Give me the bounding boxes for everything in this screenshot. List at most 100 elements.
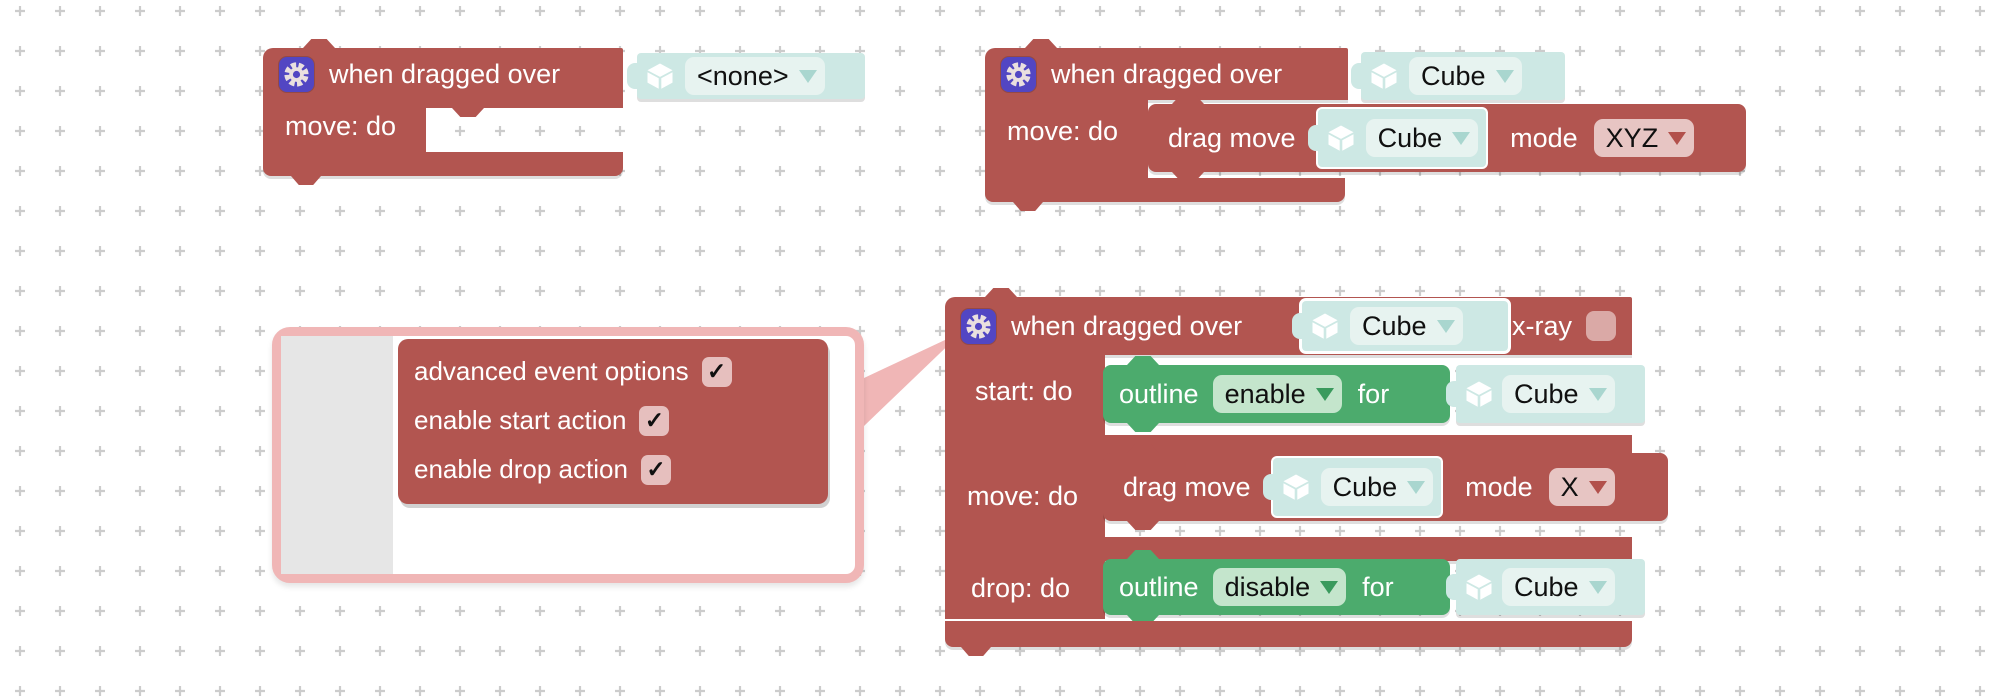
- value-plug: [1446, 574, 1458, 600]
- statement-slot-lip: [426, 100, 623, 117]
- cube-icon: [1312, 313, 1338, 339]
- statement-block-drag-move[interactable]: drag move Cube mode XYZ: [1148, 95, 1746, 181]
- item-dropdown-value: Cube: [1362, 310, 1427, 341]
- next-connection-notch: [1127, 423, 1159, 432]
- block-spine: [263, 100, 426, 152]
- mutator-gear-button[interactable]: [961, 309, 996, 344]
- mutator-options-block[interactable]: advanced event options ✓ enable start ac…: [398, 339, 828, 504]
- next-connection-tab: [1013, 202, 1043, 211]
- chevron-down-icon: [1588, 480, 1607, 494]
- outline-label: outline: [1119, 571, 1199, 602]
- statement-block-drag-move[interactable]: drag move Cube mode X: [1103, 444, 1668, 530]
- chevron-down-icon: [1315, 387, 1334, 401]
- mode-label: mode: [1510, 122, 1578, 153]
- option-checkbox[interactable]: ✓: [639, 405, 670, 436]
- event-block-dragged-over-none[interactable]: when dragged over <none> move: do: [263, 39, 865, 193]
- item-value-block[interactable]: <none>: [627, 53, 865, 99]
- block-bottom-bar: [945, 621, 1632, 647]
- outline-label: outline: [1119, 378, 1199, 409]
- gear-icon: [284, 62, 309, 87]
- section-label-start: start: do: [975, 375, 1073, 406]
- block-title: when dragged over: [1011, 310, 1243, 341]
- option-label: enable start action: [414, 405, 627, 435]
- mutator-option-row: advanced event options ✓: [414, 347, 812, 396]
- mutator-option-row: enable drop action ✓: [414, 445, 812, 494]
- item-value-block[interactable]: Cube: [1351, 52, 1565, 100]
- item-dropdown[interactable]: Cube: [1409, 57, 1522, 95]
- event-block-dragged-over-cube[interactable]: when dragged over Cube move: do drag mov…: [985, 39, 1755, 233]
- mode-dropdown-value: X: [1560, 471, 1579, 502]
- item-dropdown[interactable]: Cube: [1320, 468, 1434, 506]
- cube-icon: [1466, 381, 1492, 407]
- item-dropdown-value: Cube: [1377, 122, 1443, 153]
- item-dropdown-value: Cube: [1514, 571, 1579, 602]
- prev-connection-notch: [1127, 550, 1159, 559]
- item-dropdown-value: Cube: [1514, 378, 1579, 409]
- block-spine: [945, 461, 1105, 537]
- item-value-block[interactable]: Cube: [1446, 365, 1645, 423]
- outline-state-dropdown[interactable]: enable: [1212, 375, 1342, 413]
- item-dropdown[interactable]: Cube: [1365, 119, 1479, 157]
- next-connection-notch: [1127, 615, 1159, 624]
- item-dropdown[interactable]: <none>: [685, 57, 825, 95]
- xray-checkbox[interactable]: [1586, 311, 1616, 341]
- gear-icon: [966, 314, 991, 339]
- value-plug: [1446, 381, 1458, 407]
- block-title: when dragged over: [329, 58, 561, 89]
- section-label-move: move: do: [1007, 115, 1119, 146]
- block-bottom-bar: [263, 152, 623, 176]
- cube-icon: [1283, 474, 1309, 500]
- mutator-bubble-tail: [864, 332, 962, 426]
- mutator-bubble[interactable]: advanced event options ✓ enable start ac…: [272, 327, 864, 583]
- prev-connection-notch: [1127, 356, 1159, 365]
- event-block-dragged-over-advanced[interactable]: when dragged over Cube x-ray start: do o…: [945, 288, 1675, 662]
- section-label-move: move: do: [967, 480, 1079, 511]
- item-value-block-selected[interactable]: Cube: [1292, 301, 1508, 351]
- outline-state-dropdown[interactable]: disable: [1212, 568, 1347, 606]
- mode-dropdown[interactable]: X: [1548, 468, 1615, 506]
- cube-icon: [647, 63, 673, 89]
- chevron-down-icon: [1588, 580, 1607, 594]
- item-value-block[interactable]: Cube: [1307, 109, 1487, 167]
- block-title: when dragged over: [1051, 58, 1283, 89]
- chevron-down-icon: [1452, 131, 1471, 145]
- option-checkbox[interactable]: ✓: [701, 356, 732, 387]
- option-label: enable drop action: [414, 454, 628, 484]
- prev-connection-notch: [1172, 95, 1204, 104]
- outline-state-value: disable: [1224, 571, 1311, 602]
- statement-block-outline-enable[interactable]: outline enable for: [1103, 356, 1450, 432]
- chevron-down-icon: [1495, 69, 1514, 83]
- item-dropdown[interactable]: Cube: [1350, 307, 1463, 345]
- gear-icon: [1006, 62, 1031, 87]
- value-plug: [1292, 313, 1304, 339]
- item-dropdown[interactable]: Cube: [1502, 568, 1615, 606]
- option-checkbox[interactable]: ✓: [640, 454, 671, 485]
- statement-label: drag move: [1123, 471, 1251, 502]
- item-dropdown[interactable]: Cube: [1502, 375, 1615, 413]
- cube-icon: [1371, 63, 1397, 89]
- section-label-move: move: do: [285, 110, 397, 141]
- prev-connection-notch: [303, 39, 335, 48]
- mode-label: mode: [1465, 471, 1533, 502]
- for-label: for: [1357, 378, 1390, 409]
- value-plug: [1262, 474, 1275, 500]
- mutator-gear-button[interactable]: [279, 57, 314, 92]
- mutator-gear-button[interactable]: [1001, 57, 1036, 92]
- option-label: advanced event options: [414, 356, 689, 386]
- check-icon: ✓: [646, 456, 666, 482]
- statement-block-outline-disable[interactable]: outline disable for: [1103, 550, 1450, 624]
- next-connection-notch: [1127, 521, 1159, 530]
- item-value-block[interactable]: Cube: [1446, 559, 1645, 615]
- chevron-down-icon: [1320, 580, 1339, 594]
- chevron-down-icon: [1588, 387, 1607, 401]
- item-dropdown-value: <none>: [697, 60, 789, 91]
- prev-connection-notch: [985, 288, 1017, 297]
- chevron-down-icon: [798, 69, 817, 83]
- block-header: [985, 39, 1348, 100]
- value-plug: [1307, 125, 1320, 151]
- mode-dropdown[interactable]: XYZ: [1593, 119, 1695, 157]
- cube-icon: [1466, 574, 1492, 600]
- mutator-flyout-panel[interactable]: [281, 336, 393, 574]
- item-value-block[interactable]: Cube: [1262, 458, 1442, 516]
